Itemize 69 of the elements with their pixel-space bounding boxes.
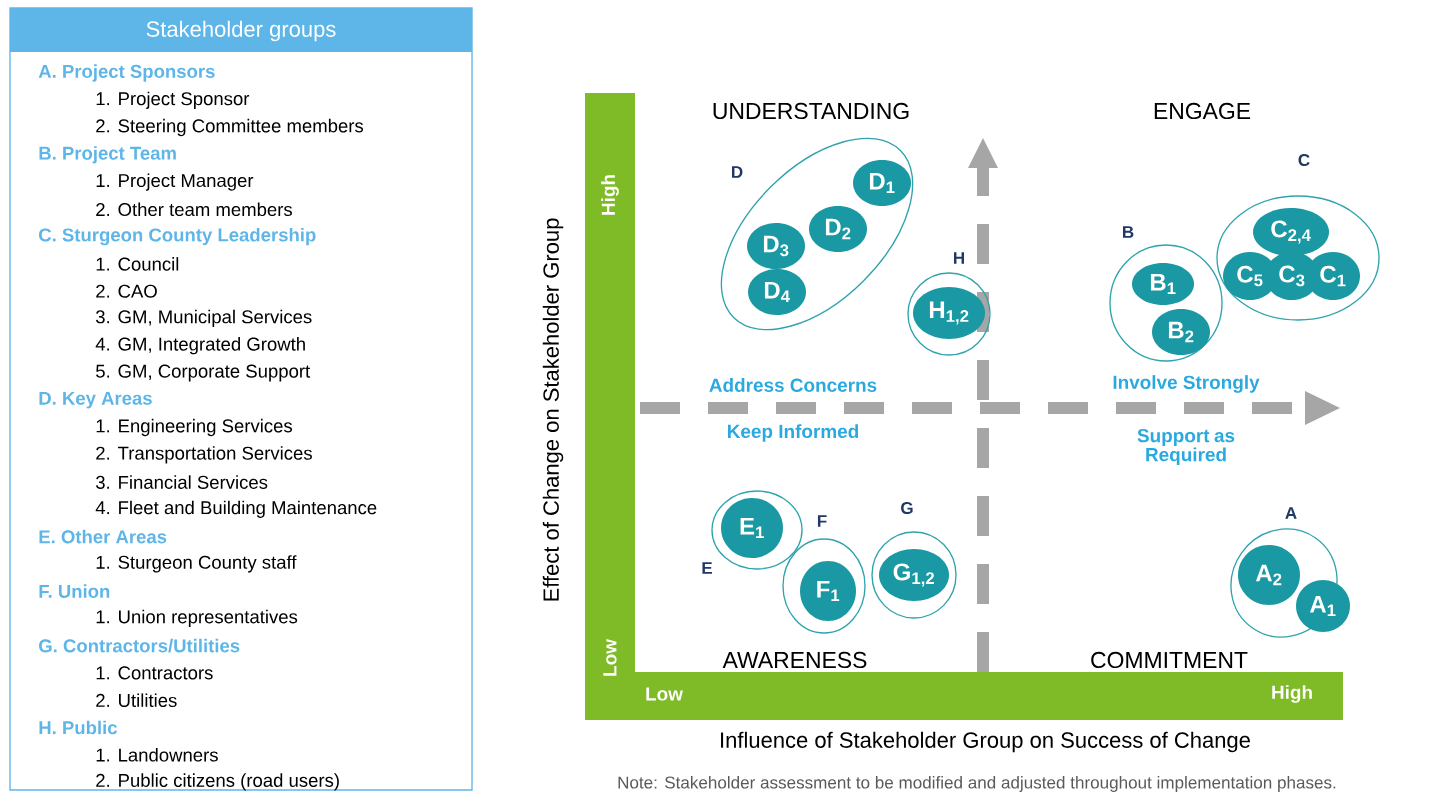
group-letter: C: [1298, 153, 1310, 167]
group-member: 4. GM, Integrated Growth: [95, 337, 305, 355]
group-letter: B: [1123, 226, 1134, 238]
group-member: 1. Sturgeon County staff: [96, 555, 297, 573]
strategy-label: Involve Strongly: [1113, 375, 1260, 393]
group-member: 3. GM, Municipal Services: [96, 309, 312, 328]
group-letter: E: [702, 562, 712, 574]
panel-header: Stakeholder groups: [10, 8, 472, 52]
group-member: 4. Fleet and Building Maintenance: [95, 500, 377, 518]
group-letter: F: [817, 515, 827, 527]
stakeholder-bubble: D$_{3}$: [747, 223, 805, 269]
group-heading: H. Public: [39, 720, 117, 735]
stakeholder-bubble: F$_{1}$: [800, 561, 856, 621]
stakeholder-bubble: A$_{2}$: [1238, 545, 1300, 605]
group-member: 1. Council: [96, 257, 179, 271]
group-member: 2. Utilities: [96, 693, 177, 707]
group-heading: F. Union: [39, 584, 110, 598]
group-heading: E. Other Areas: [39, 529, 167, 544]
stakeholder-bubble: E$_{1}$: [721, 498, 783, 558]
axis-bar: Low High: [635, 672, 1343, 720]
group-member: 1. Contractors: [96, 666, 213, 680]
quadrant-label: AWARENESS: [722, 651, 867, 669]
group-member: 1. Project Manager: [96, 173, 254, 191]
node-label: C$_{5}$: [1237, 265, 1263, 287]
stakeholder-bubble: C$_{2,4}$: [1253, 208, 1329, 256]
stakeholder-bubble: H$_{1,2}$: [913, 287, 985, 339]
group-member: 1. Project Sponsor: [96, 91, 250, 109]
node-label: C$_{2,4}$: [1271, 220, 1311, 244]
group-member: 3. Financial Services: [96, 475, 268, 489]
group-letter: D: [732, 166, 743, 178]
node-label: C$_{1}$: [1320, 265, 1346, 287]
group-member: 1. Union representatives: [96, 609, 298, 628]
group-member: 5. GM, Corporate Support: [96, 364, 311, 382]
group-heading: B. Project Team: [39, 146, 176, 164]
strategy-label: Keep Informed: [728, 424, 858, 442]
node-label: High: [1272, 685, 1312, 703]
node-label: Low: [646, 687, 683, 701]
stakeholder-bubble: G$_{1,2}$: [879, 549, 949, 601]
group-member: 1. Engineering Services: [96, 418, 292, 437]
group-heading: A. Project Sponsors: [38, 64, 215, 82]
stakeholder-bubble: D$_{2}$: [809, 206, 867, 252]
group-member: 2. Steering Committee members: [96, 118, 364, 137]
strategy-label: Address Concerns: [709, 378, 877, 392]
group-heading: G. Contractors/Utilities: [39, 638, 240, 653]
stakeholder-bubble: B$_{2}$: [1152, 309, 1210, 355]
group-member: 2. Transportation Services: [96, 446, 312, 464]
note: Note: Stakeholder assessment to be modified and adjusted throughout implementation phases.: [618, 776, 1336, 792]
quadrant-label: UNDERSTANDING: [713, 102, 909, 120]
axis-title: Effect of Change on Stakeholder Group: [542, 218, 564, 601]
stakeholder-bubble: A$_{1}$: [1296, 580, 1350, 632]
group-letter: A: [1285, 507, 1297, 519]
group-member: 2. Public citizens (road users): [96, 773, 339, 791]
group-member: 1. Landowners: [96, 748, 218, 762]
axis-bar: High Low: [585, 93, 635, 720]
stakeholder-bubble: D$_{1}$: [853, 160, 911, 206]
quadrant-label: ENGAGE: [1154, 102, 1251, 120]
group-heading: C. Sturgeon County Leadership: [39, 227, 316, 246]
quadrant-label: COMMITMENT: [1091, 651, 1248, 669]
node-label: C$_{3}$: [1279, 265, 1305, 287]
group-heading: D. Key Areas: [39, 391, 152, 409]
group-member: 2. CAO: [96, 284, 157, 298]
group-letter: H: [954, 252, 964, 264]
stakeholder-panel: [9, 7, 473, 791]
stakeholder-bubble: D$_{4}$: [748, 269, 806, 315]
group-letter: G: [901, 501, 913, 515]
stakeholder-bubble: C$_{1}$: [1306, 252, 1360, 300]
group-member: 2. Other team members: [96, 202, 292, 217]
stakeholder-bubble: B$_{1}$: [1132, 263, 1194, 305]
strategy-label: Support as Required: [1137, 428, 1235, 466]
